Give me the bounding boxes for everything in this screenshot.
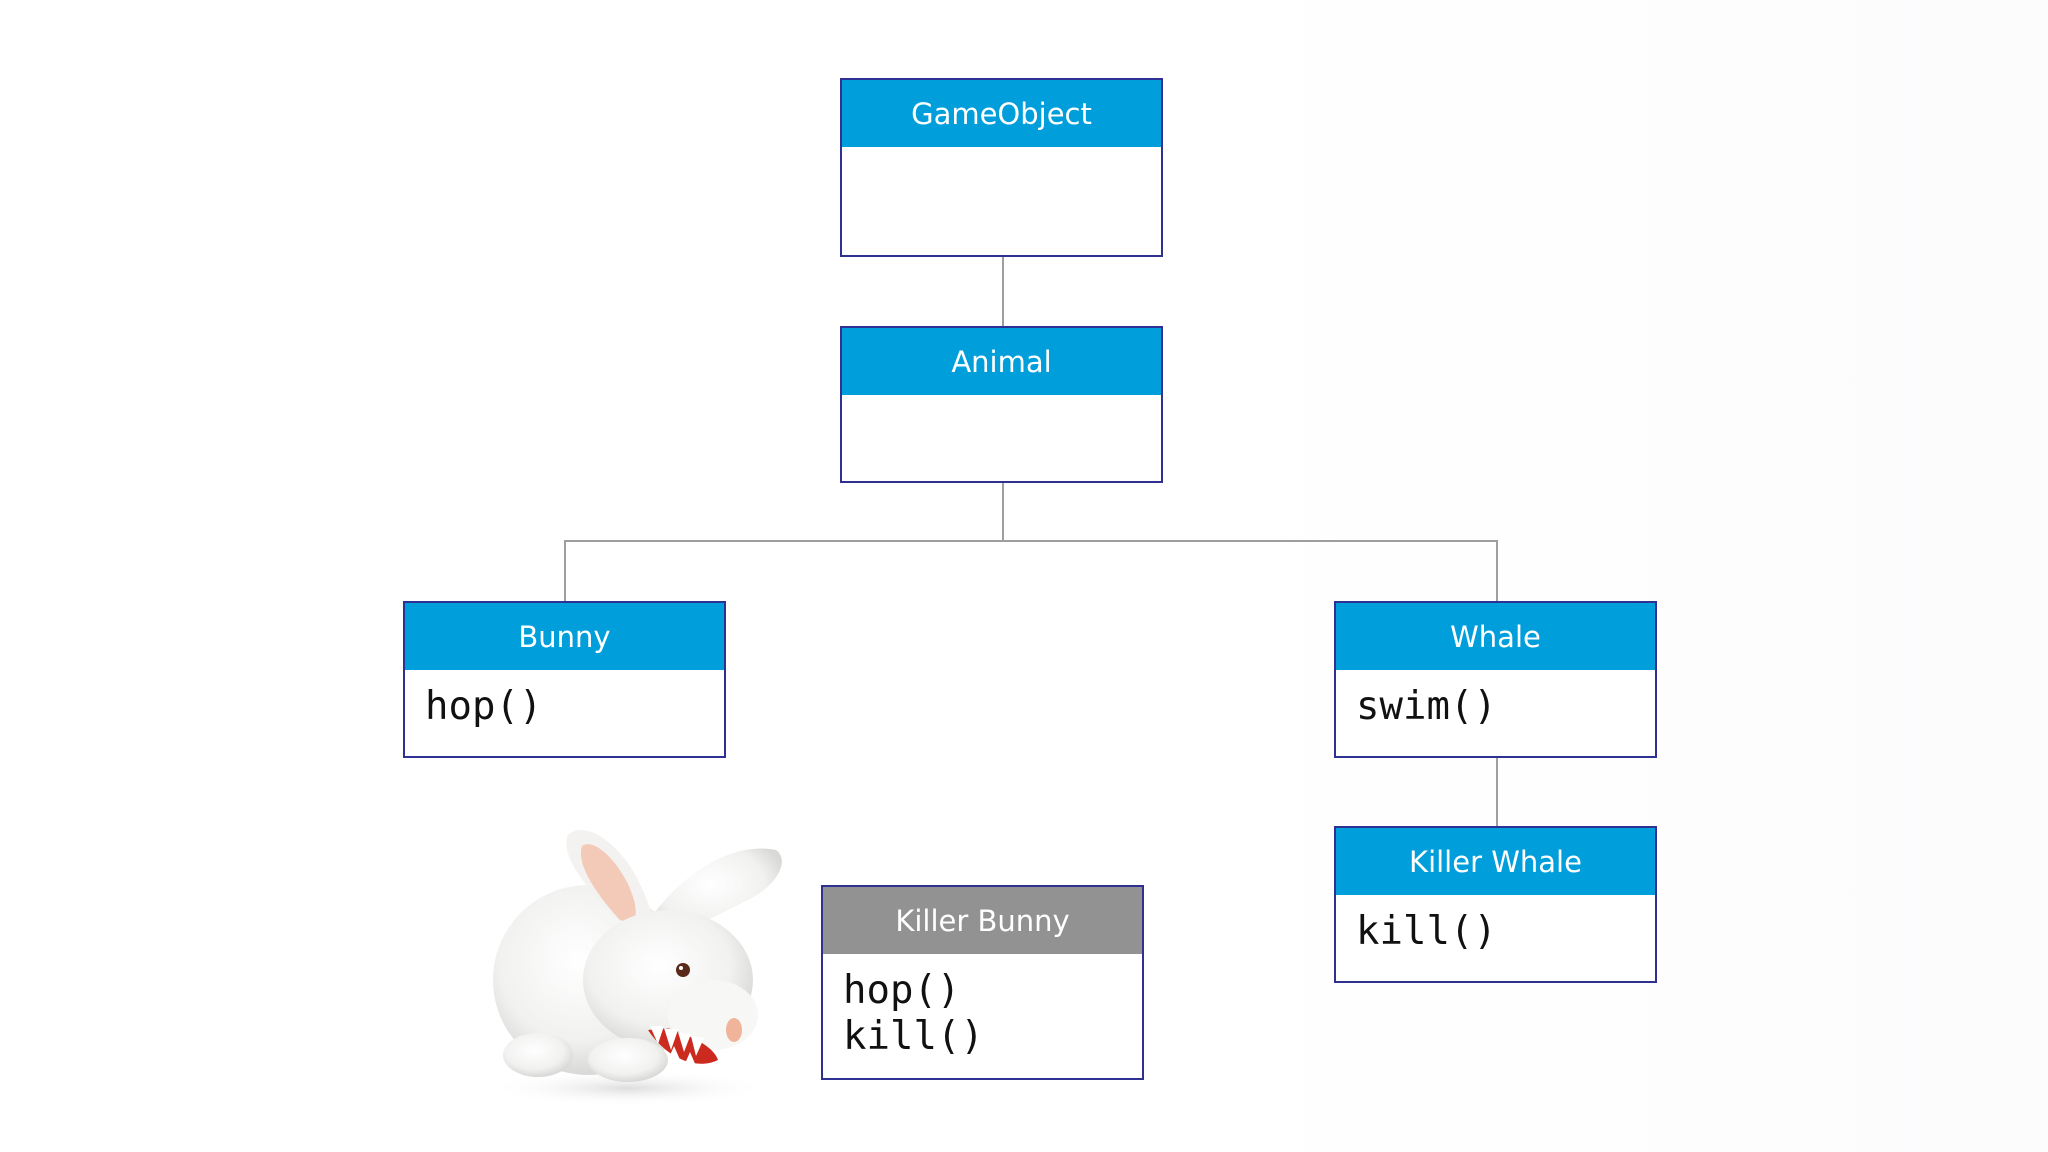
class-header-whale: Whale: [1336, 603, 1655, 670]
class-body-killer-bunny: hop() kill(): [823, 954, 1142, 1070]
connector-to-bunny: [564, 540, 566, 602]
class-box-killer-whale: Killer Whale kill(): [1334, 826, 1657, 983]
class-header-animal: Animal: [842, 328, 1161, 395]
killer-bunny-image: [488, 830, 782, 1106]
class-box-killer-bunny: Killer Bunny hop() kill(): [821, 885, 1144, 1080]
class-header-killer-whale: Killer Whale: [1336, 828, 1655, 895]
class-box-animal: Animal: [840, 326, 1163, 483]
class-box-whale: Whale swim(): [1334, 601, 1657, 758]
method-kill: kill(): [1356, 909, 1497, 954]
connector-to-whale: [1496, 540, 1498, 602]
class-body-bunny: hop(): [405, 670, 724, 740]
class-box-gameobject: GameObject: [840, 78, 1163, 257]
class-body-killer-whale: kill(): [1336, 895, 1655, 965]
class-header-killer-bunny: Killer Bunny: [823, 887, 1142, 954]
connector-whale-killer-whale: [1496, 757, 1498, 827]
method-kill: kill(): [843, 1014, 984, 1059]
class-header-bunny: Bunny: [405, 603, 724, 670]
method-hop: hop(): [843, 968, 961, 1013]
method-hop: hop(): [425, 684, 543, 729]
class-body-gameobject: [842, 147, 1161, 171]
connector-animal-down: [1002, 482, 1004, 541]
method-swim: swim(): [1356, 684, 1497, 729]
connector-gameobject-animal: [1002, 256, 1004, 326]
class-body-whale: swim(): [1336, 670, 1655, 740]
class-body-animal: [842, 395, 1161, 419]
connector-horizontal-branch: [564, 540, 1498, 542]
class-box-bunny: Bunny hop(): [403, 601, 726, 758]
class-header-gameobject: GameObject: [842, 80, 1161, 147]
